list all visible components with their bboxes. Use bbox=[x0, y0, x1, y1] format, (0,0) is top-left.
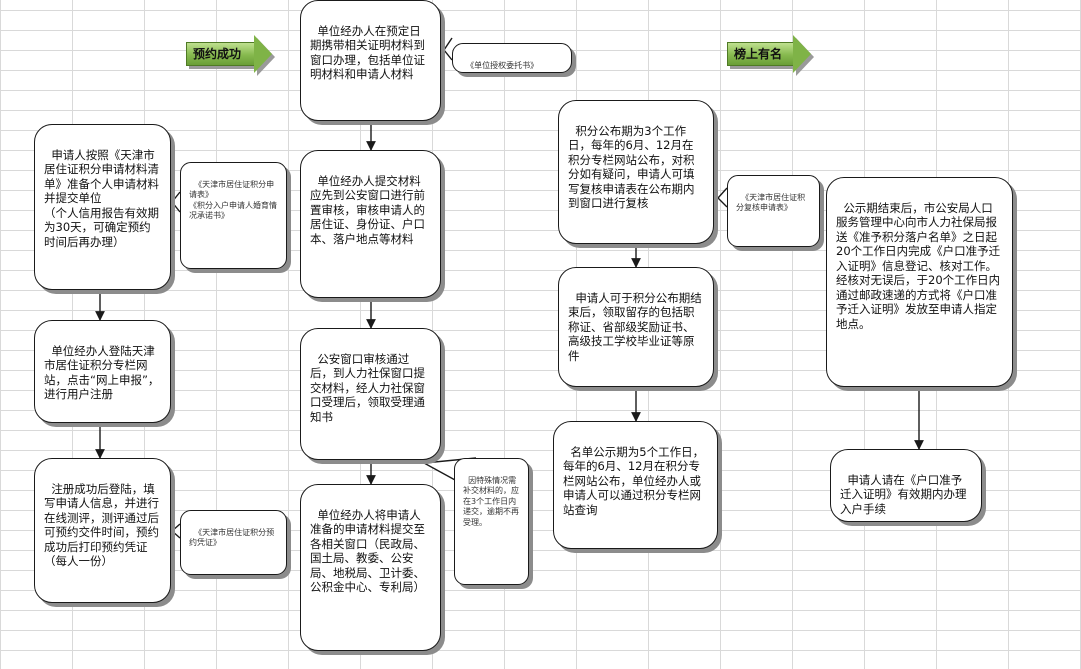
step-apply-prepare: 申请人按照《天津市居住证积分申请材料清单》准备个人申请材料并提交单位 （个人信用… bbox=[34, 124, 171, 290]
note-application-forms-text: 《天津市居住证积分申请表》 《积分入户申请人婚育情况承诺书》 bbox=[189, 179, 277, 221]
reserve-success-label: 预约成功 bbox=[193, 47, 242, 61]
step-settle-hukou-text: 申请人请在《户口准予迁入证明》有效期内办理入户手续 bbox=[840, 472, 967, 516]
note-pointer-application-forms bbox=[171, 191, 181, 213]
step-register-online-text: 单位经办人登陆天津市居住证积分专栏网站，点击“网上申报”，进行用户注册 bbox=[44, 343, 160, 402]
step-hukou-issue: 公示期结束后，市公安局人口服务管理中心向市人力社保局报送《准予积分落户名单》之日… bbox=[826, 177, 1013, 387]
step-list-publish-text: 名单公示期为5个工作日，每年的6月、12月在积分专栏网站公布，单位经办人或申请人… bbox=[563, 444, 705, 517]
note-authorization-letter: 《单位授权委托书》 bbox=[452, 43, 572, 73]
reserve-success-banner: 预约成功 bbox=[186, 42, 256, 66]
step-police-review-text: 单位经办人提交材料应先到公安窗口进行前置审核，审核申请人的居住证、身份证、户口本… bbox=[310, 173, 425, 246]
step-hr-accept: 公安窗口审核通过后，到人力社保窗口提交材料，经人力社保窗口受理后，领取受理通知书 bbox=[300, 328, 441, 460]
note-authorization-letter-text: 《单位授权委托书》 bbox=[466, 60, 539, 70]
step-window-visit-text: 单位经办人在预定日期携带相关证明材料到窗口办理，包括单位证明材料和申请人材料 bbox=[310, 23, 425, 82]
step-settle-hukou: 申请人请在《户口准予迁入证明》有效期内办理入户手续 bbox=[830, 449, 982, 522]
note-pointer-review-form bbox=[717, 187, 728, 208]
note-review-form: 《天津市居住证积分复核申请表》 bbox=[727, 175, 820, 247]
note-special-case: 因特殊情况需补交材料的，应在3个工作日内递交，逾期不再受理。 bbox=[454, 458, 529, 585]
step-reserve-print-text: 注册成功后登陆，填写申请人信息，并进行在线测评，测评通过后可预约交件时间，预约成… bbox=[44, 481, 159, 569]
note-reservation-voucher: 《天津市居住证积分预约凭证》 bbox=[180, 510, 287, 575]
list-announced-arrowhead bbox=[793, 35, 811, 73]
step-apply-prepare-text: 申请人按照《天津市居住证积分申请材料清单》准备个人申请材料并提交单位 （个人信用… bbox=[44, 147, 159, 249]
step-score-publish-text: 积分公布期为3个工作日，每年的6月、12月在积分专栏网站公布，对积分如有疑问，申… bbox=[568, 123, 695, 211]
note-special-case-text: 因特殊情况需补交材料的，应在3个工作日内递交，逾期不再受理。 bbox=[463, 475, 519, 527]
reserve-success-arrowhead bbox=[254, 35, 272, 73]
step-score-publish: 积分公布期为3个工作日，每年的6月、12月在积分专栏网站公布，对积分如有疑问，申… bbox=[558, 100, 714, 244]
step-police-review: 单位经办人提交材料应先到公安窗口进行前置审核，审核申请人的居住证、身份证、户口本… bbox=[300, 150, 441, 298]
step-dept-submit-text: 单位经办人将申请人准备的申请材料提交至各相关窗口（民政局、国土局、教委、公安局、… bbox=[310, 507, 425, 595]
note-reservation-voucher-text: 《天津市居住证积分预约凭证》 bbox=[189, 527, 275, 548]
note-application-forms: 《天津市居住证积分申请表》 《积分入户申请人婚育情况承诺书》 bbox=[180, 162, 287, 269]
step-reserve-print: 注册成功后登陆，填写申请人信息，并进行在线测评，测评通过后可预约交件时间，预约成… bbox=[34, 458, 171, 603]
step-window-visit: 单位经办人在预定日期携带相关证明材料到窗口办理，包括单位证明材料和申请人材料 bbox=[300, 0, 441, 121]
step-register-online: 单位经办人登陆天津市居住证积分专栏网站，点击“网上申报”，进行用户注册 bbox=[34, 320, 171, 423]
list-announced-label: 榜上有名 bbox=[734, 47, 783, 61]
step-collect-originals: 申请人可于积分公布期结束后，领取留存的包括职称证、省部级奖励证书、高级技工学校毕… bbox=[558, 267, 714, 387]
step-list-publish: 名单公示期为5个工作日，每年的6月、12月在积分专栏网站公布，单位经办人或申请人… bbox=[553, 421, 718, 549]
step-dept-submit: 单位经办人将申请人准备的申请材料提交至各相关窗口（民政局、国土局、教委、公安局、… bbox=[300, 484, 441, 651]
step-collect-originals-text: 申请人可于积分公布期结束后，领取留存的包括职称证、省部级奖励证书、高级技工学校毕… bbox=[568, 290, 702, 363]
list-announced-banner: 榜上有名 bbox=[727, 42, 795, 66]
note-pointer-reservation-voucher bbox=[170, 523, 181, 539]
step-hr-accept-text: 公安窗口审核通过后，到人力社保窗口提交材料，经人力社保窗口受理后，领取受理通知书 bbox=[310, 351, 425, 424]
step-hukou-issue-text: 公示期结束后，市公安局人口服务管理中心向市人力社保局报送《准予积分落户名单》之日… bbox=[836, 200, 1001, 331]
note-review-form-text: 《天津市居住证积分复核申请表》 bbox=[736, 192, 806, 213]
note-pointer-authorization-letter bbox=[443, 37, 453, 61]
